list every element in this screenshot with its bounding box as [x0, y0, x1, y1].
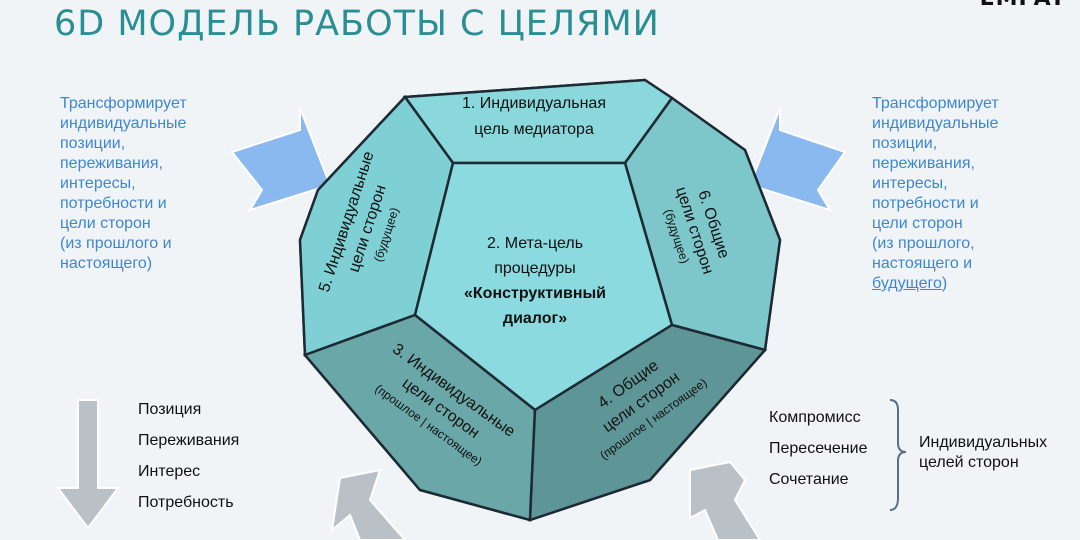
- face-1-line-1: 1. Индивидуальная: [462, 95, 606, 112]
- bottom-left-grey-arrow-icon: [330, 468, 407, 540]
- left-line: потребности и: [60, 195, 167, 212]
- list-item: Пересечение: [769, 440, 868, 457]
- face-2-line-2: процедуры: [494, 260, 576, 277]
- brace-label: Индивидуальных целей сторон: [919, 433, 1047, 473]
- face-1-line-2: цель медиатора: [474, 121, 594, 138]
- brace-label-line: целей сторон: [919, 454, 1019, 471]
- face-2-bold-2: диалог»: [503, 310, 567, 327]
- list-item: Компромисс: [769, 409, 861, 426]
- right-line: (из прошлого,: [872, 235, 975, 252]
- list-item: Потребность: [138, 494, 234, 511]
- left-line: цели сторон: [60, 215, 151, 232]
- right-line: переживания,: [872, 155, 975, 172]
- left-line: индивидуальные: [60, 115, 187, 132]
- left-description: Трансформирует индивидуальные позиции, п…: [60, 94, 187, 274]
- list-item: Интерес: [138, 463, 201, 480]
- left-line: Трансформирует: [60, 95, 187, 112]
- right-blue-arrow-icon: [748, 107, 847, 212]
- right-line: интересы,: [872, 175, 948, 192]
- left-list: Позиция Переживания Интерес Потребность: [138, 401, 239, 525]
- list-item: Переживания: [138, 432, 240, 449]
- list-item: Позиция: [138, 401, 202, 418]
- left-line: настоящего): [60, 255, 153, 272]
- bottom-right-grey-arrow-icon: [689, 460, 762, 540]
- list-item: Сочетание: [769, 471, 849, 488]
- right-description: Трансформирует индивидуальные позиции, п…: [872, 94, 999, 294]
- right-line: Трансформирует: [872, 95, 999, 112]
- face-4: [528, 323, 768, 522]
- underlined-future: будущего: [872, 275, 942, 292]
- face-2-bold-1: «Конструктивный: [464, 285, 606, 302]
- slide-title: 6D МОДЕЛЬ РАБОТЫ С ЦЕЛЯМИ: [54, 4, 660, 44]
- down-grey-arrow-icon: [56, 399, 120, 530]
- right-line-last: будущего): [872, 274, 999, 294]
- left-line: (из прошлого и: [60, 235, 172, 252]
- right-list: Компромисс Пересечение Сочетание: [769, 409, 867, 502]
- closing-bracket: ): [941, 275, 948, 292]
- left-line: интересы,: [60, 175, 136, 192]
- right-line: потребности и: [872, 195, 979, 212]
- left-line: переживания,: [60, 155, 163, 172]
- right-line: цели сторон: [872, 215, 963, 232]
- brand-logo: EMPAT: [980, 0, 1066, 11]
- right-line: настоящего и: [872, 255, 973, 272]
- right-line: индивидуальные: [872, 115, 999, 132]
- right-line: позиции,: [872, 135, 938, 152]
- brace-label-line: Индивидуальных: [919, 434, 1048, 451]
- face-2-line-1: 2. Мета-цель: [487, 235, 583, 252]
- right-brace-icon: [889, 399, 907, 511]
- left-line: позиции,: [60, 135, 126, 152]
